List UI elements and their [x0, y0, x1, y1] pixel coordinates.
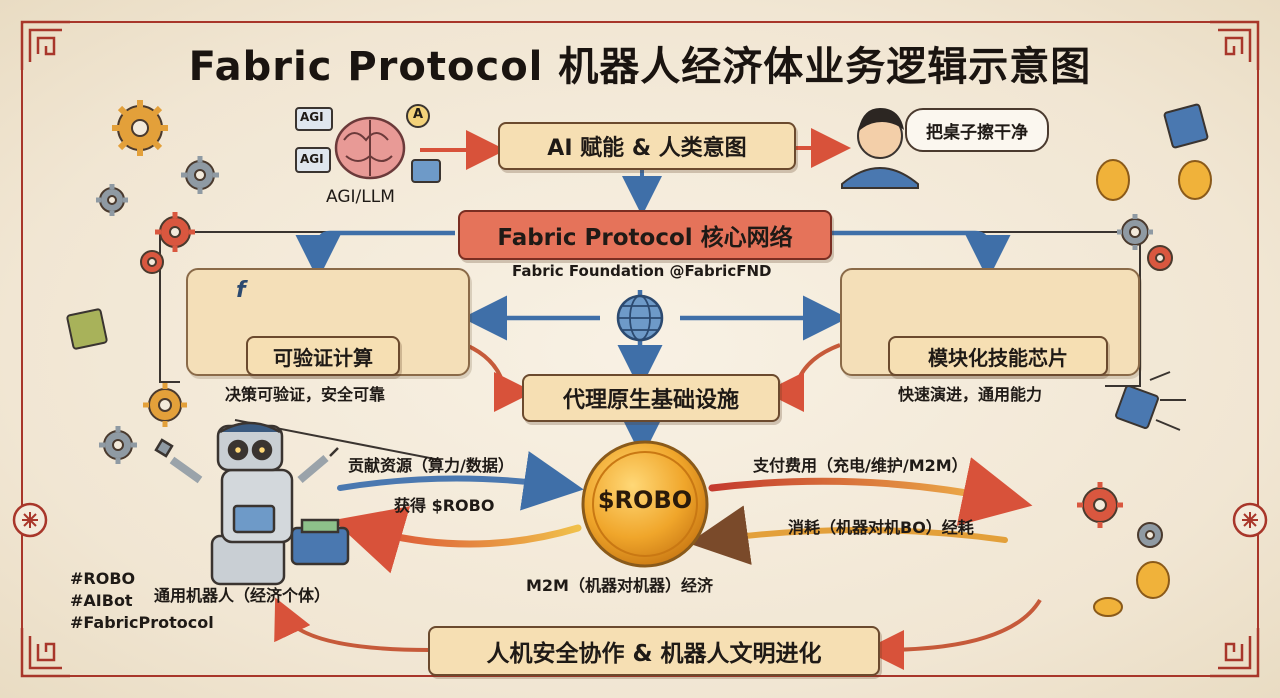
robot-caption: 通用机器人（经济个体）	[154, 586, 331, 605]
agi-caption: AGI/LLM	[326, 187, 395, 207]
page-title: Fabric Protocol 机器人经济体业务逻辑示意图	[188, 44, 1092, 90]
coin-decor-icons	[1093, 159, 1212, 617]
civilization-banner: 人机安全协作 & 机器人文明进化	[428, 626, 880, 676]
panel-to-infra-arrows	[465, 343, 841, 412]
hashtag: #FabricProtocol	[70, 613, 214, 632]
agi-bubble-label: A	[413, 107, 424, 122]
ai-intent-box: AI 赋能 & 人类意图	[498, 122, 796, 170]
robo-coin-label: $ROBO	[597, 486, 693, 514]
chip-decor-icons	[66, 103, 1209, 431]
verifiable-compute-label: 可验证计算	[246, 336, 400, 376]
consume-label: 消耗（机器对机BO）经耗	[788, 518, 974, 537]
civilization-loop-arrows	[274, 597, 1042, 670]
m2m-caption: M2M（机器对机器）经济	[526, 576, 713, 595]
agent-infra-box: 代理原生基础设施	[522, 374, 780, 422]
top-arrows	[420, 128, 851, 216]
decorative-frame	[20, 20, 1260, 678]
economy-flow-arrows	[333, 451, 1033, 574]
hashtag: #AIBot	[70, 591, 133, 610]
earn-robo-label: 获得 $ROBO	[394, 496, 495, 515]
pay-fees-label: 支付费用（充电/维护/M2M）	[753, 456, 968, 475]
robo-coin-icon	[581, 440, 709, 568]
brain-icon	[295, 104, 441, 183]
hashtag: #ROBO	[70, 569, 136, 588]
network-hub-icon	[616, 294, 664, 342]
skill-chip-caption: 快速演进，通用能力	[898, 385, 1043, 404]
formula-symbol: f	[236, 278, 246, 303]
agi-chip-label-2: AGI	[300, 152, 324, 166]
gear-icons	[96, 100, 1173, 548]
verifiable-compute-caption: 决策可验证，安全可靠	[225, 385, 386, 404]
agi-chip-label-1: AGI	[300, 110, 324, 124]
core-network-subtitle: Fabric Foundation @FabricFND	[512, 262, 772, 280]
robot-icon	[154, 421, 350, 586]
hashtag-list: #ROBO #AIBot #FabricProtocol	[70, 568, 214, 634]
core-network-box: Fabric Protocol 核心网络	[458, 210, 832, 260]
contribute-resources-label: 贡献资源（算力/数据）	[348, 456, 514, 475]
skill-chip-label: 模块化技能芯片	[888, 336, 1108, 376]
medallion-right-icon	[1232, 502, 1268, 538]
speech-bubble: 把桌子擦干净	[905, 108, 1049, 152]
person-icon	[841, 108, 919, 189]
medallion-left-icon	[12, 502, 48, 538]
